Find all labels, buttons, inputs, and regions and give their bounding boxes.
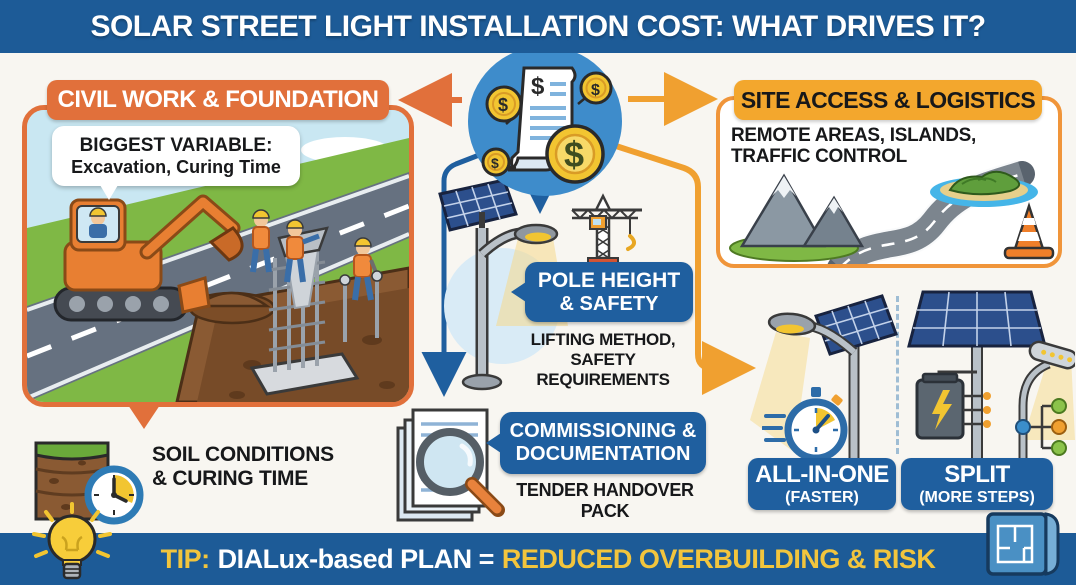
all-in-one-sublabel: (FASTER) [785, 489, 859, 506]
civil-work-header-label: CIVIL WORK & FOUNDATION [57, 86, 379, 113]
biggest-variable-line1: BIGGEST VARIABLE: [79, 134, 273, 156]
title-banner: SOLAR STREET LIGHT INSTALLATION COST: WH… [0, 0, 1076, 53]
site-access-illustration [729, 160, 1055, 264]
stopwatch-icon [762, 387, 848, 462]
soil-note-line2: & CURING TIME [152, 467, 308, 491]
tip-body: DIALux-based PLAN = [217, 543, 495, 574]
all-in-one-light-icon [750, 294, 898, 460]
split-light-icon [907, 290, 1075, 462]
bubble-tail [100, 185, 118, 200]
page-title: SOLAR STREET LIGHT INSTALLATION COST: WH… [90, 9, 986, 43]
pole-badge-line1: POLE HEIGHT [537, 268, 681, 292]
svg-text:$: $ [491, 155, 499, 171]
coin-small-2: $ [579, 71, 613, 105]
commissioning-line1: COMMISSIONING & [509, 420, 697, 442]
tip-text: TIP:DIALux-based PLAN =REDUCED OVERBUILD… [101, 544, 976, 575]
civil-panel-pointer [128, 405, 160, 429]
lifting-note-line1: LIFTING METHOD, [530, 330, 676, 349]
tip-highlight: REDUCED OVERBUILDING & RISK [501, 543, 936, 574]
tip-prefix: TIP: [160, 543, 211, 574]
commissioning-line2: DOCUMENTATION [515, 443, 691, 465]
biggest-variable-bubble: BIGGEST VARIABLE: Excavation, Curing Tim… [52, 126, 300, 200]
coin-small-3: $ [481, 147, 511, 177]
flow-diagram-icon [1015, 398, 1067, 456]
commissioning-badge-tail [486, 433, 501, 453]
split-sublabel: (MORE STEPS) [919, 489, 1035, 506]
lifting-note-line2: SAFETY [570, 350, 636, 370]
mountains-icon [729, 173, 865, 262]
svg-text:$: $ [591, 82, 600, 99]
soil-conditions-note: SOIL CONDITIONS & CURING TIME [152, 443, 334, 491]
split-label: SPLIT [944, 461, 1010, 488]
commissioning-badge: COMMISSIONING & DOCUMENTATION [486, 412, 706, 474]
clock-icon [84, 465, 144, 525]
svg-text:$: $ [498, 95, 508, 115]
site-access-header: SITE ACCESS & LOGISTICS [734, 80, 1042, 120]
remote-areas-line1: REMOTE AREAS, ISLANDS, [731, 125, 976, 146]
all-in-one-label: ALL-IN-ONE [755, 461, 889, 488]
site-access-panel [716, 96, 1062, 268]
cost-hub-circle: $ $ $ $ [468, 46, 622, 196]
lifting-note-line3: REQUIREMENTS [536, 370, 670, 390]
lightbulb-icon [32, 502, 112, 580]
civil-work-header: CIVIL WORK & FOUNDATION [47, 80, 389, 120]
excavator-scene-illustration [27, 110, 409, 402]
pole-height-badge: POLE HEIGHT & SAFETY [511, 262, 693, 322]
svg-text:$: $ [564, 134, 584, 175]
lifting-method-note: LIFTING METHOD, SAFETY REQUIREMENTS [513, 330, 693, 390]
all-in-one-banner: ALL-IN-ONE (FASTER) [748, 458, 896, 510]
site-access-header-label: SITE ACCESS & LOGISTICS [740, 86, 1036, 113]
biggest-variable-line2: Excavation, Curing Time [71, 156, 281, 177]
pole-badge-line2: & SAFETY [559, 292, 659, 315]
blueprint-icon [986, 512, 1060, 576]
pole-badge-tail [511, 282, 526, 302]
tip-banner: TIP:DIALux-based PLAN =REDUCED OVERBUILD… [0, 533, 1076, 585]
comparison-divider [896, 296, 899, 454]
svg-text:$: $ [531, 73, 545, 100]
coin-small-1: $ [485, 85, 523, 123]
invoice-with-coins-icon: $ $ $ $ [481, 66, 613, 184]
tender-handover-note: TENDER HANDOVER PACK [516, 480, 694, 521]
split-banner: SPLIT (MORE STEPS) [901, 458, 1053, 510]
remote-areas-note: REMOTE AREAS, ISLANDS, TRAFFIC CONTROL [731, 125, 976, 168]
island-icon [930, 170, 1038, 207]
soil-layers-icon [34, 441, 144, 525]
remote-areas-line2: TRAFFIC CONTROL [731, 146, 907, 168]
tower-crane-icon [571, 193, 642, 265]
documents-magnifier-icon [396, 408, 505, 522]
traffic-cone-icon [1003, 201, 1055, 260]
coin-large: $ [545, 124, 605, 184]
soil-note-line1: SOIL CONDITIONS [152, 443, 334, 466]
